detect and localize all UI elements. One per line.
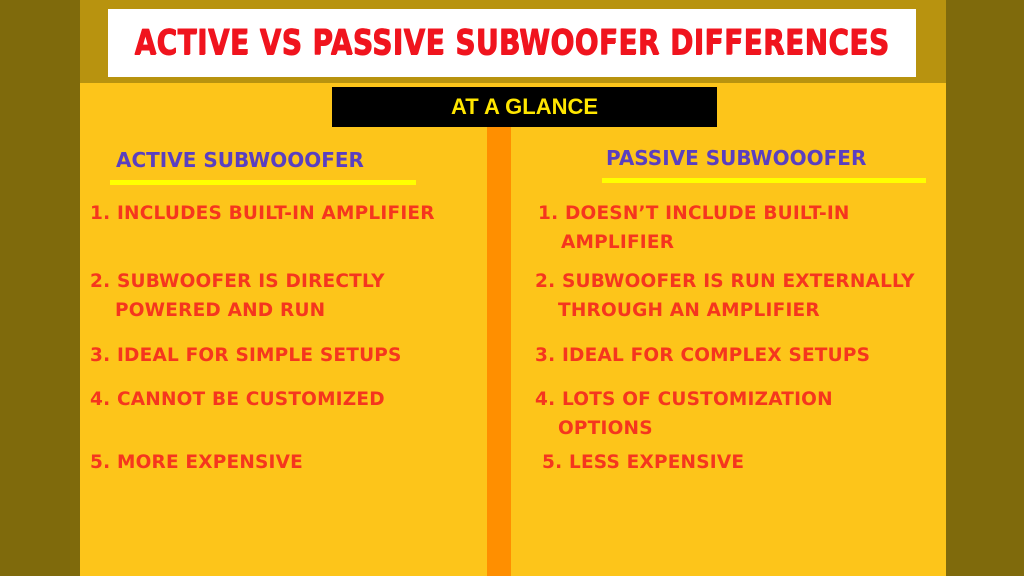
item-text: SUBWOOFER IS DIRECTLY: [116, 271, 385, 292]
item-number: 2.: [535, 271, 556, 292]
passive-heading-underline: [602, 178, 926, 183]
column-divider: [487, 127, 511, 576]
subtitle-box: AT A GLANCE: [332, 87, 717, 127]
passive-heading: PASSIVE SUBWOOOFER: [606, 146, 867, 170]
passive-item-5: 5. LESS EXPENSIVE: [542, 448, 744, 477]
item-text-continued: THROUGH AN AMPLIFIER: [558, 300, 820, 321]
title-box: ACTIVE VS PASSIVE SUBWOOFER DIFFERENCES: [108, 9, 916, 77]
passive-item-1: 1. DOESN’T INCLUDE BUILT-IN AMPLIFIER: [538, 199, 850, 257]
item-text: LOTS OF CUSTOMIZATION: [561, 389, 833, 410]
active-heading: ACTIVE SUBWOOOFER: [116, 148, 364, 172]
active-item-3: 3. IDEAL FOR SIMPLE SETUPS: [90, 341, 402, 370]
passive-item-3: 3. IDEAL FOR COMPLEX SETUPS: [535, 341, 870, 370]
item-text: CANNOT BE CUSTOMIZED: [116, 389, 385, 410]
item-number: 1.: [538, 203, 559, 224]
item-text-continued: OPTIONS: [558, 418, 653, 439]
active-item-5: 5. MORE EXPENSIVE: [90, 448, 303, 477]
active-item-1: 1. INCLUDES BUILT-IN AMPLIFIER: [90, 199, 435, 228]
active-item-4: 4. CANNOT BE CUSTOMIZED: [90, 385, 385, 414]
item-text: SUBWOOFER IS RUN EXTERNALLY: [561, 271, 915, 292]
item-number: 4.: [535, 389, 556, 410]
item-number: 5.: [90, 452, 111, 473]
item-text: LESS EXPENSIVE: [568, 452, 745, 473]
item-text-continued: POWERED AND RUN: [115, 300, 326, 321]
item-text: MORE EXPENSIVE: [116, 452, 303, 473]
passive-item-4: 4. LOTS OF CUSTOMIZATION OPTIONS: [535, 385, 833, 443]
page-title: ACTIVE VS PASSIVE SUBWOOFER DIFFERENCES: [134, 23, 890, 63]
subtitle: AT A GLANCE: [450, 94, 599, 119]
active-item-2: 2. SUBWOOFER IS DIRECTLY POWERED AND RUN: [90, 267, 385, 325]
item-number: 3.: [90, 345, 111, 366]
item-text: INCLUDES BUILT-IN AMPLIFIER: [116, 203, 435, 224]
passive-item-2: 2. SUBWOOFER IS RUN EXTERNALLY THROUGH A…: [535, 267, 915, 325]
item-text-continued: AMPLIFIER: [561, 232, 675, 253]
item-number: 5.: [542, 452, 563, 473]
item-number: 2.: [90, 271, 111, 292]
item-text: DOESN’T INCLUDE BUILT-IN: [564, 203, 850, 224]
item-text: IDEAL FOR SIMPLE SETUPS: [116, 345, 402, 366]
item-text: IDEAL FOR COMPLEX SETUPS: [561, 345, 871, 366]
item-number: 1.: [90, 203, 111, 224]
active-heading-underline: [110, 180, 416, 185]
item-number: 4.: [90, 389, 111, 410]
item-number: 3.: [535, 345, 556, 366]
